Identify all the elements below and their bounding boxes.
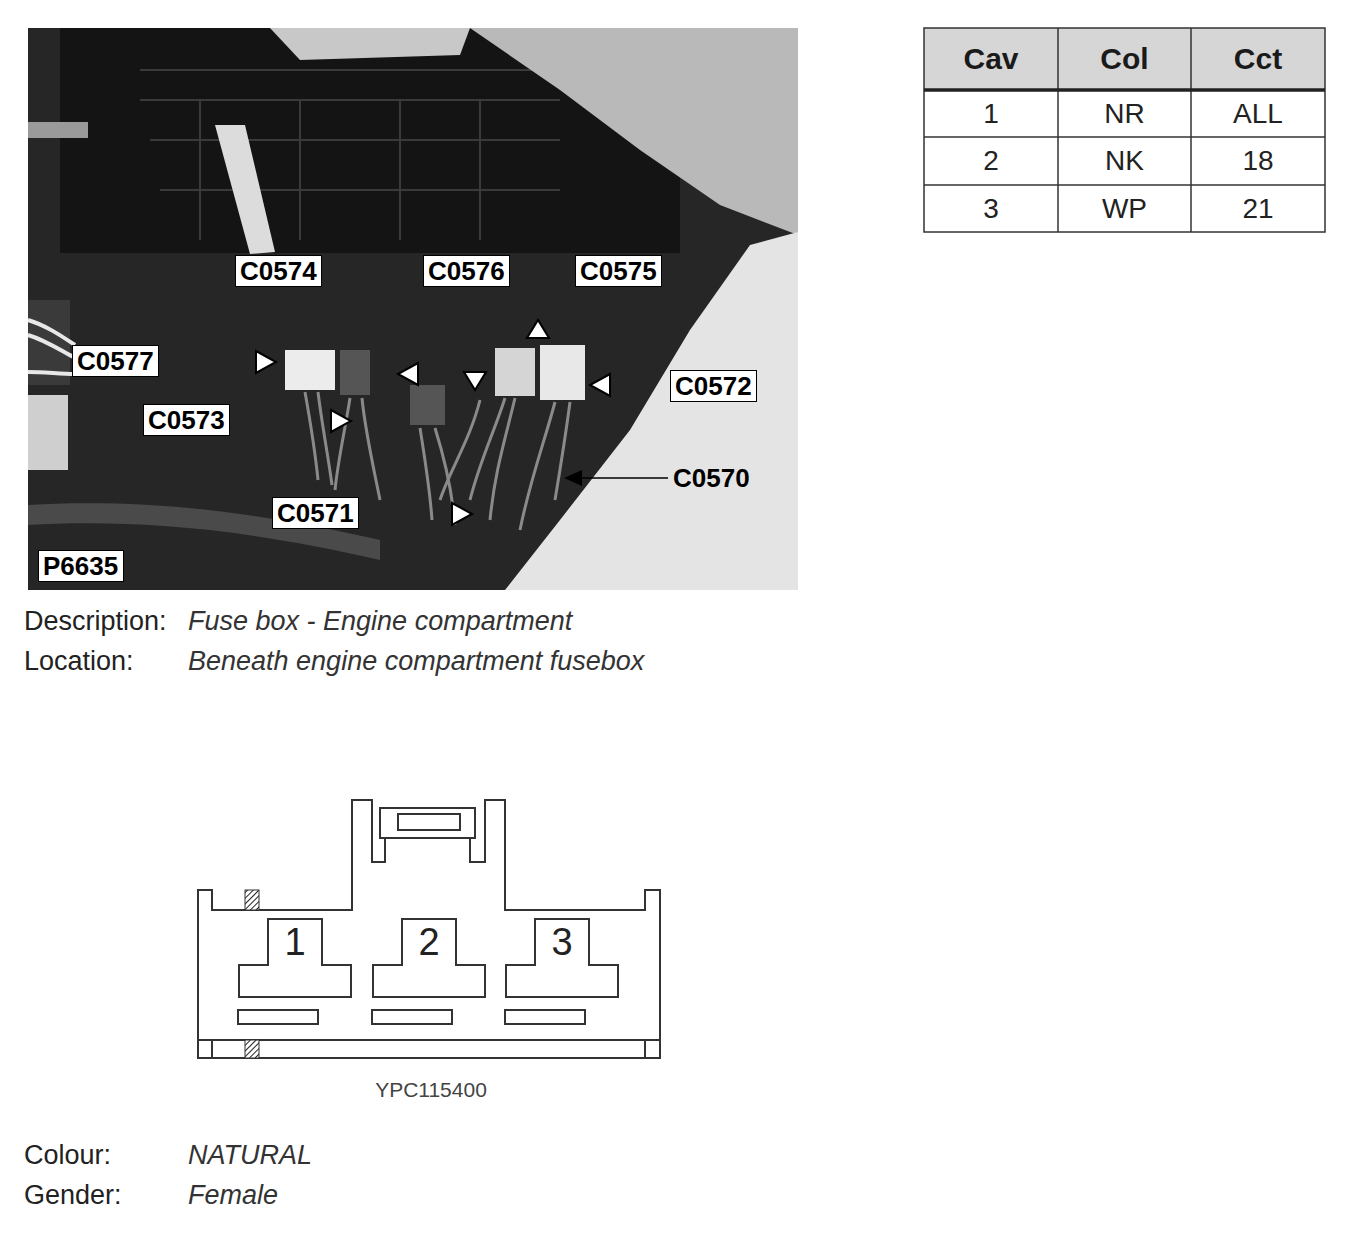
callout-number: C0571 <box>277 498 354 528</box>
field-name: Gender: <box>24 1177 122 1213</box>
callout-box: C0576 <box>423 255 510 287</box>
cavity-outline: 1 <box>238 918 352 998</box>
callout-box: C0571 <box>272 497 359 529</box>
callout-number: C0570 <box>673 462 750 494</box>
callout-box: C0577 <box>72 345 159 377</box>
pin-table-grid <box>924 28 1325 232</box>
cavity-number: 3 <box>535 920 589 965</box>
cavity-outline: 2 <box>372 918 486 998</box>
table-cell: WP <box>1058 185 1191 232</box>
field-name: Colour: <box>24 1137 111 1173</box>
table-cell: NK <box>1058 137 1191 185</box>
callout-number: P6635 <box>43 551 119 581</box>
callout-box: C0575 <box>575 255 662 287</box>
callout-box: C0573 <box>143 404 230 436</box>
callout-box: C0572 <box>670 370 757 402</box>
callout-box: P6635 <box>38 550 124 582</box>
table-header: Cav <box>924 28 1058 90</box>
callout-number: C0572 <box>675 371 752 401</box>
table-header: Col <box>1058 28 1191 90</box>
table-cell: 1 <box>924 90 1058 137</box>
table-cell: 18 <box>1191 137 1325 185</box>
field-value: Fuse box - Engine compartment <box>188 603 572 639</box>
field-name: Location: <box>24 643 134 679</box>
callout-number: C0577 <box>77 346 154 376</box>
part-number: YPC115400 <box>331 1077 531 1103</box>
field-value: Beneath engine compartment fusebox <box>188 643 644 679</box>
cavity-number: 1 <box>268 920 322 965</box>
callout-number: C0574 <box>240 256 317 286</box>
table-cell: 3 <box>924 185 1058 232</box>
photo <box>28 28 798 590</box>
cavity-path <box>506 919 618 997</box>
field-name: Description: <box>24 603 167 639</box>
field-value: Female <box>188 1177 278 1213</box>
connector-face <box>198 800 660 1058</box>
cavity-outline: 3 <box>505 918 619 998</box>
table-header: Cct <box>1191 28 1325 90</box>
callout-number: C0576 <box>428 256 505 286</box>
table-cell: ALL <box>1191 90 1325 137</box>
table-cell: 2 <box>924 137 1058 185</box>
table-cell: NR <box>1058 90 1191 137</box>
cavity-number: 2 <box>402 920 456 965</box>
callout-number: C0573 <box>148 405 225 435</box>
callout-number: C0575 <box>580 256 657 286</box>
cavity-path <box>373 919 485 997</box>
table-cell: 21 <box>1191 185 1325 232</box>
field-value: NATURAL <box>188 1137 312 1173</box>
cavity-path <box>239 919 351 997</box>
callout-box: C0574 <box>235 255 322 287</box>
